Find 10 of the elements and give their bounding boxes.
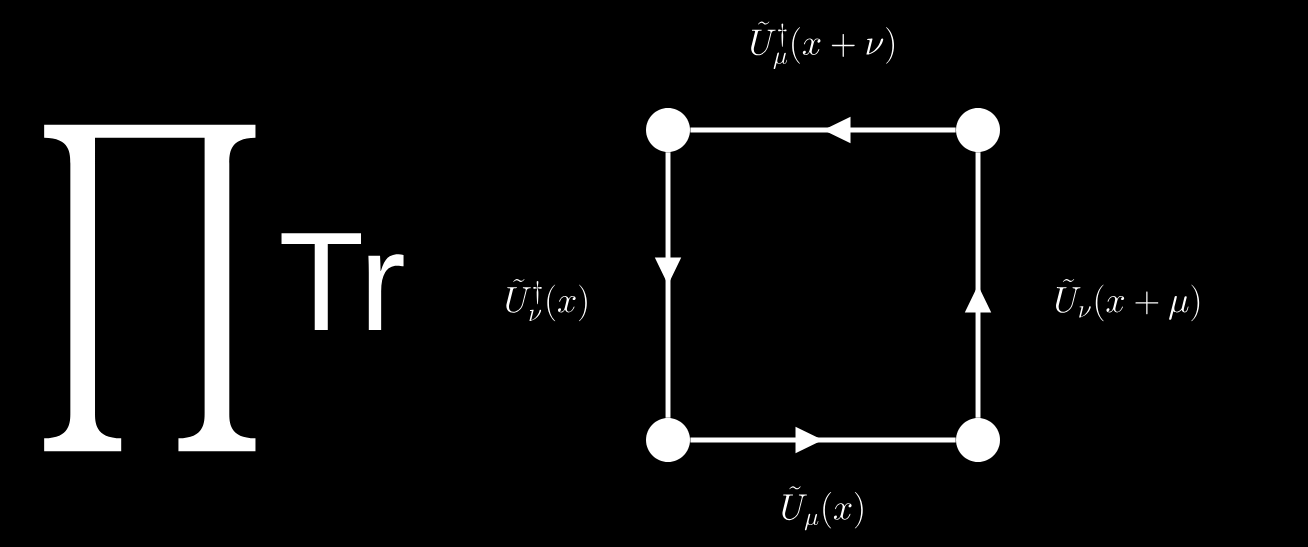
trace-label: Tr	[281, 233, 404, 330]
lattice-site	[646, 108, 690, 152]
edge-label: $\tilde{U}^{\dagger}_{\mu}(x+\nu)$	[746, 19, 900, 71]
edge-label: $\tilde{U}^{\dagger}_{\nu}(x)$	[502, 277, 592, 323]
edge-label: $\tilde{U}_{\nu}(x+\mu)$	[1051, 277, 1205, 323]
edge-label: $\tilde{U}_{\mu}(x)$	[778, 484, 868, 532]
lattice-site	[956, 108, 1000, 152]
product-symbol: $\prod$	[44, 124, 256, 452]
lattice-site	[646, 418, 690, 462]
lattice-site	[956, 418, 1000, 462]
